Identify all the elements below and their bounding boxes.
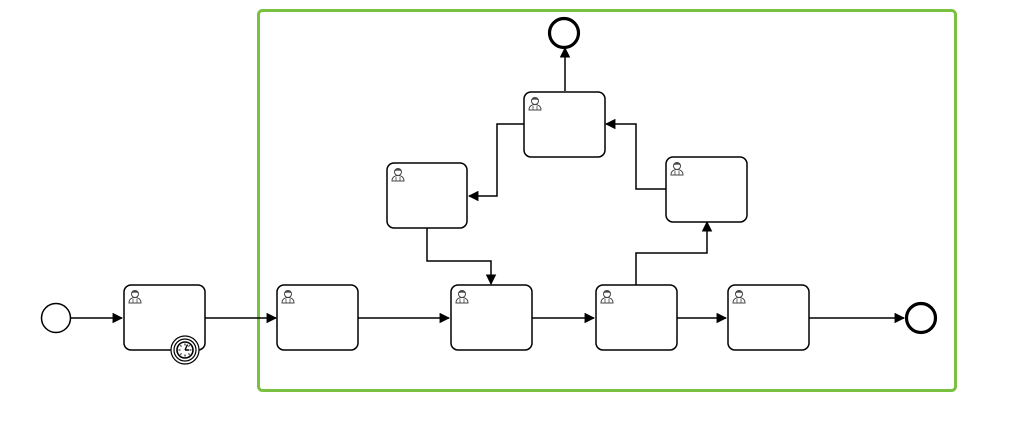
flow-task-top-to-task-left[interactable] [467,123,524,202]
timer-clock-icon [176,341,194,359]
task-3[interactable] [595,284,678,351]
task-2[interactable] [450,284,533,351]
task-right[interactable] [665,156,748,223]
task-1[interactable] [276,284,359,351]
task-timer[interactable] [123,284,206,351]
flow-task-3-to-task-right[interactable] [635,220,713,285]
task-left[interactable] [386,162,468,229]
subprocess-highlight[interactable] [257,9,957,392]
flow-task-left-to-task-2[interactable] [426,228,497,286]
start-event[interactable] [40,302,72,334]
task-4[interactable] [727,284,810,351]
timer-boundary-event[interactable] [170,335,200,365]
flow-task-right-to-task-top[interactable] [604,118,666,190]
end-event-top[interactable] [547,16,581,50]
task-top[interactable] [523,91,606,158]
end-event-right[interactable] [904,301,938,335]
